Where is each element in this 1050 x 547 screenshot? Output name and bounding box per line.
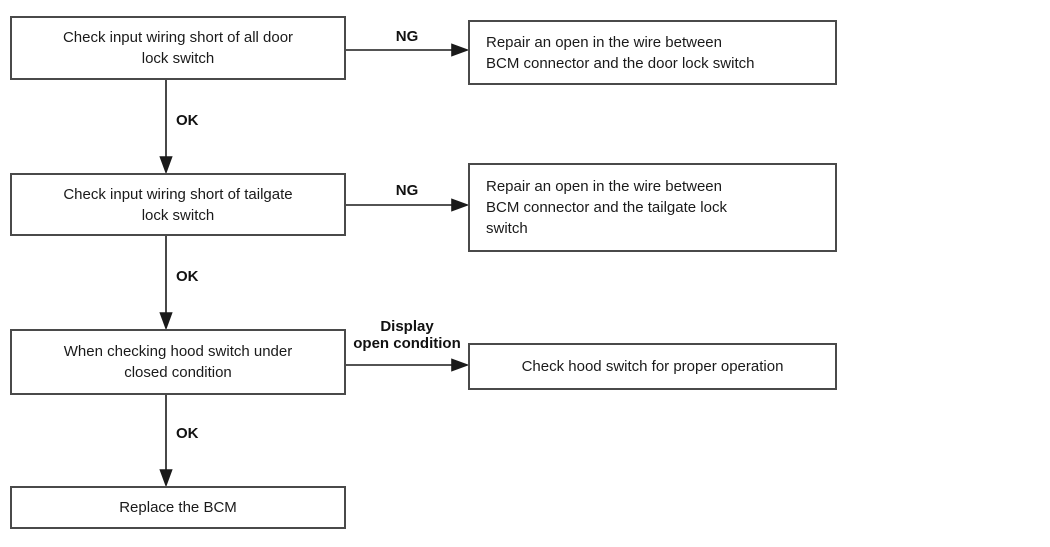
flow-node-check-hood-operation: Check hood switch for proper operation <box>468 343 837 390</box>
flow-node-repair-door-wire: Repair an open in the wire between BCM c… <box>468 20 837 85</box>
arrow-ok-3-head <box>159 469 173 488</box>
flow-node-replace-bcm: Replace the BCM <box>10 486 346 529</box>
arrow-ng-1-head <box>451 43 470 57</box>
edge-label-display-open-condition: Display open condition <box>353 318 461 352</box>
flow-node-label: When checking hood switch under closed c… <box>63 343 293 381</box>
flow-node-check-tailgate-wiring: Check input wiring short of tailgate loc… <box>10 173 346 236</box>
edge-label-ok-1: OK <box>176 112 199 129</box>
flow-node-check-door-wiring: Check input wiring short of all door loc… <box>10 16 346 80</box>
flow-node-label: Repair an open in the wire between BCM c… <box>486 33 755 72</box>
flow-node-label: Check hood switch for proper operation <box>521 358 784 375</box>
arrow-ng-2-head <box>451 198 470 212</box>
flow-node-label: Check input wiring short of tailgate loc… <box>63 185 293 224</box>
arrow-ok-2-head <box>159 312 173 331</box>
arrow-ok-1-head <box>159 156 173 175</box>
flow-node-label: Replace the BCM <box>119 499 237 516</box>
flow-node-label: Check input wiring short of all door loc… <box>62 29 294 67</box>
edge-label-ng-2: NG <box>395 182 419 199</box>
flow-node-check-hood-switch: When checking hood switch under closed c… <box>10 329 346 395</box>
flow-node-repair-tailgate-wire: Repair an open in the wire between BCM c… <box>468 163 837 252</box>
flow-node-label: Repair an open in the wire between BCM c… <box>486 178 727 237</box>
edge-label-ok-3: OK <box>176 425 199 442</box>
edge-label-ok-2: OK <box>176 268 199 285</box>
arrow-display-head <box>451 358 470 372</box>
edge-label-ng-1: NG <box>395 28 419 45</box>
